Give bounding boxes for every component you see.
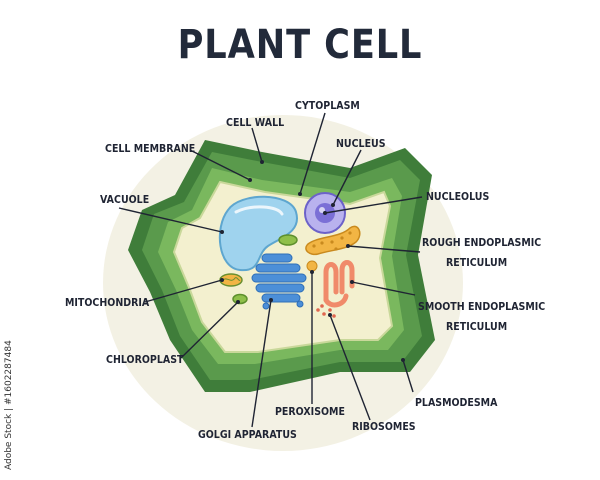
smooth-er <box>323 260 355 308</box>
label-ribosomes: RIBOSOMES <box>352 420 416 433</box>
label-rough-er-line2: RETICULUM <box>446 256 508 269</box>
label-smooth-er-line2: RETICULUM <box>446 320 508 333</box>
ribosomes <box>316 304 336 318</box>
golgi-apparatus <box>251 253 307 310</box>
label-chloroplast: CHLOROPLAST <box>106 353 184 366</box>
label-mitochondria: MITOCHONDRIA <box>65 296 150 309</box>
rough-er <box>305 225 361 256</box>
page-title: PLANT CELL <box>177 22 423 68</box>
mitochondria-2 <box>278 234 298 246</box>
label-cell-membrane: CELL MEMBRANE <box>105 142 196 155</box>
label-rough-er-line1: ROUGH ENDOPLASMIC <box>422 236 542 249</box>
label-plasmodesma: PLASMODESMA <box>415 396 498 409</box>
label-vacuole: VACUOLE <box>100 193 150 206</box>
peroxisome <box>306 260 318 272</box>
leader-lines <box>118 112 423 428</box>
stock-watermark: Adobe Stock | #1602287484 <box>4 340 14 470</box>
label-peroxisome: PEROXISOME <box>275 405 345 418</box>
label-cell-wall: CELL WALL <box>226 116 285 129</box>
label-nucleolus: NUCLEOLUS <box>426 190 490 203</box>
chloroplast <box>232 293 248 305</box>
vacuole <box>218 195 299 272</box>
label-golgi-apparatus: GOLGI APPARATUS <box>198 428 297 441</box>
label-smooth-er-line1: SMOOTH ENDOPLASMIC <box>418 300 546 313</box>
label-nucleus: NUCLEUS <box>336 137 386 150</box>
leader-dots <box>220 160 405 362</box>
label-cytoplasm: CYTOPLASM <box>295 99 360 112</box>
